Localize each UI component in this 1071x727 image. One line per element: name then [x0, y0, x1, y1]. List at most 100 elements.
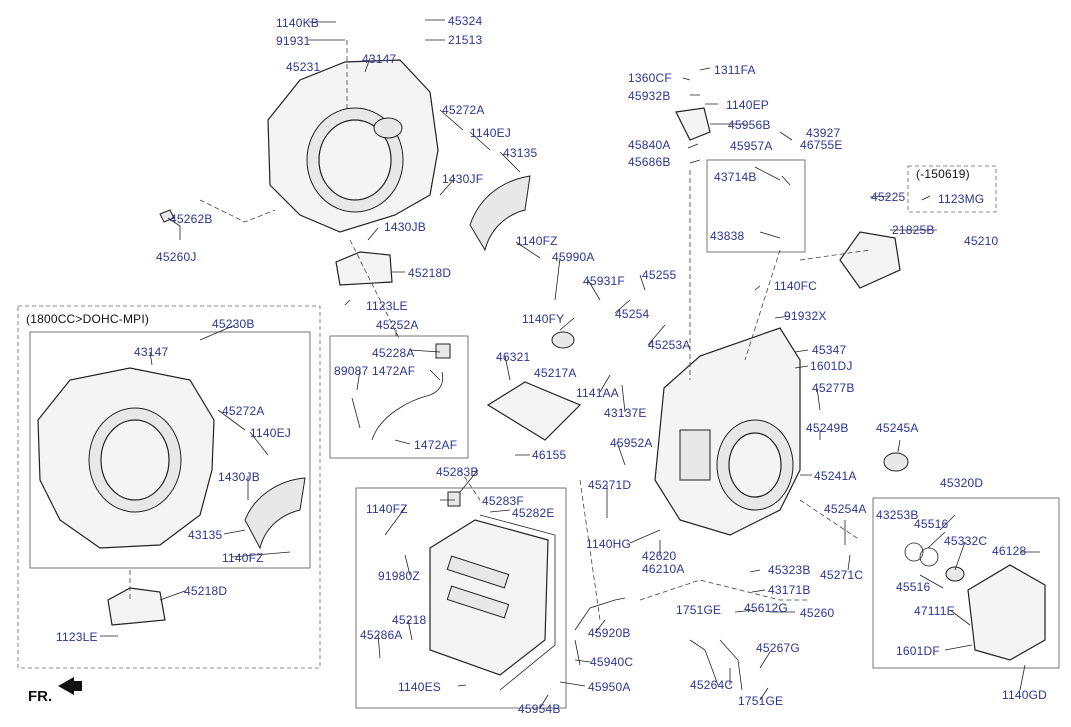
label-46321: 46321	[496, 350, 531, 364]
oil-seal-45217a	[551, 331, 575, 349]
label-45347: 45347	[812, 343, 847, 357]
oil-pan-45282e	[429, 514, 556, 691]
label-1140gd: 1140GD	[1002, 688, 1048, 702]
label-43838: 43838	[710, 229, 745, 243]
heat-shield-upper	[469, 175, 531, 252]
label-43171b: 43171B	[768, 583, 811, 597]
sensor-wire	[574, 597, 626, 631]
label-1601df: 1601DF	[896, 644, 940, 658]
label-45254: 45254	[615, 307, 650, 321]
label-45272a-2: 45272A	[222, 404, 265, 418]
label-89087: 89087	[334, 364, 369, 378]
label-45245a: 45245A	[876, 421, 919, 435]
label-42620: 42620	[642, 549, 677, 563]
label-45218d: 45218D	[408, 266, 452, 280]
label-91931: 91931	[276, 34, 311, 48]
label-1140fy: 1140FY	[522, 312, 565, 326]
label-45931f: 45931F	[583, 274, 625, 288]
label-45217a: 45217A	[534, 366, 577, 380]
label-45840a: 45840A	[628, 138, 671, 152]
label-46128: 46128	[992, 544, 1027, 558]
label-1140ej-2: 1140EJ	[250, 426, 292, 440]
label-45252a: 45252A	[376, 318, 419, 332]
label-45324: 45324	[448, 14, 483, 28]
label-43137e: 43137E	[604, 406, 647, 420]
label-1140ep: 1140EP	[726, 98, 770, 112]
label-21825b: 21825B	[892, 223, 935, 237]
pipe-45264c	[689, 639, 743, 691]
label-45957a: 45957A	[730, 139, 773, 153]
label-1123le: 1123LE	[366, 299, 408, 313]
label-45956b: 45956B	[728, 118, 771, 132]
label-91932x: 91932X	[784, 309, 827, 323]
label-45954b: 45954B	[518, 702, 561, 716]
label-1140fc: 1140FC	[774, 279, 818, 293]
label-91980z: 91980Z	[378, 569, 420, 583]
label-45516-2: 45516	[896, 580, 931, 594]
label-1360cf: 1360CF	[628, 71, 672, 85]
label-1140fz: 1140FZ	[516, 234, 558, 248]
label-45320d: 45320D	[940, 476, 984, 490]
label-45260j: 45260J	[156, 250, 197, 264]
label-45283b: 45283B	[436, 465, 479, 479]
label-1140ej: 1140EJ	[470, 126, 512, 140]
label-45241a: 45241A	[814, 469, 857, 483]
oil-seal-45245a	[883, 452, 909, 472]
label-45283f: 45283F	[482, 494, 524, 508]
transmission-case	[654, 327, 801, 536]
label-46755e: 46755E	[800, 138, 843, 152]
label-1311fa: 1311FA	[714, 63, 756, 77]
clutch-housing-upper	[267, 59, 439, 233]
label-46155: 46155	[532, 448, 567, 462]
hose-45252a	[371, 371, 444, 441]
label-45952a: 45952A	[610, 436, 653, 450]
label-1123mg: 1123MG	[938, 192, 985, 206]
label-1140fz-2: 1140FZ	[222, 551, 264, 565]
label-45218d-2: 45218D	[184, 584, 228, 598]
filter-46321	[486, 381, 582, 441]
label-1140fz-3: 1140FZ	[366, 502, 408, 516]
label-46210a: 46210A	[642, 562, 685, 576]
label-43147a: 43147	[362, 52, 397, 66]
label-45323b: 45323B	[768, 563, 811, 577]
label-45950a: 45950A	[588, 680, 631, 694]
label-45271c: 45271C	[820, 568, 864, 582]
label-43927: 43927	[806, 126, 841, 140]
label-45249b: 45249B	[806, 421, 849, 435]
date-range-box	[907, 165, 997, 213]
label-43253b: 43253B	[876, 508, 919, 522]
label-1140kb: 1140KB	[276, 16, 320, 30]
variant-label: (1800CC>DOHC-MPI)	[26, 312, 150, 326]
label-45254a: 45254A	[824, 502, 867, 516]
label-45218: 45218	[392, 613, 427, 627]
label-45267g: 45267G	[756, 641, 800, 655]
label-45262b: 45262B	[170, 212, 213, 226]
clutch-housing-lower	[37, 367, 215, 549]
label-1141aa: 1141AA	[576, 386, 620, 400]
clutch-housing-box	[29, 331, 311, 569]
label-45230b: 45230B	[212, 317, 255, 331]
label-1140es: 1140ES	[398, 680, 442, 694]
variant-group-box	[17, 305, 321, 669]
sensor-kit-box	[706, 159, 806, 253]
label-45255: 45255	[642, 268, 677, 282]
label-45286a: 45286A	[360, 628, 403, 642]
label-45990a: 45990A	[552, 250, 595, 264]
hose-kit-box	[329, 335, 469, 459]
side-cover-47111e	[967, 564, 1046, 661]
label-1601dj: 1601DJ	[810, 359, 853, 373]
bracket-upper	[335, 251, 393, 286]
label-43135a: 43135	[503, 146, 538, 160]
label-45253a: 45253A	[648, 338, 691, 352]
label-45225: 45225	[871, 190, 906, 204]
label-45612g: 45612G	[744, 601, 788, 615]
label-1430jb-2: 1430JB	[218, 470, 260, 484]
label-43147b: 43147	[134, 345, 169, 359]
label-1123le-2: 1123LE	[56, 630, 98, 644]
oil-pan-box	[355, 487, 567, 709]
plug-45283f	[447, 491, 461, 507]
label-45932b: 45932B	[628, 89, 671, 103]
label-1751ge-2: 1751GE	[738, 694, 784, 708]
